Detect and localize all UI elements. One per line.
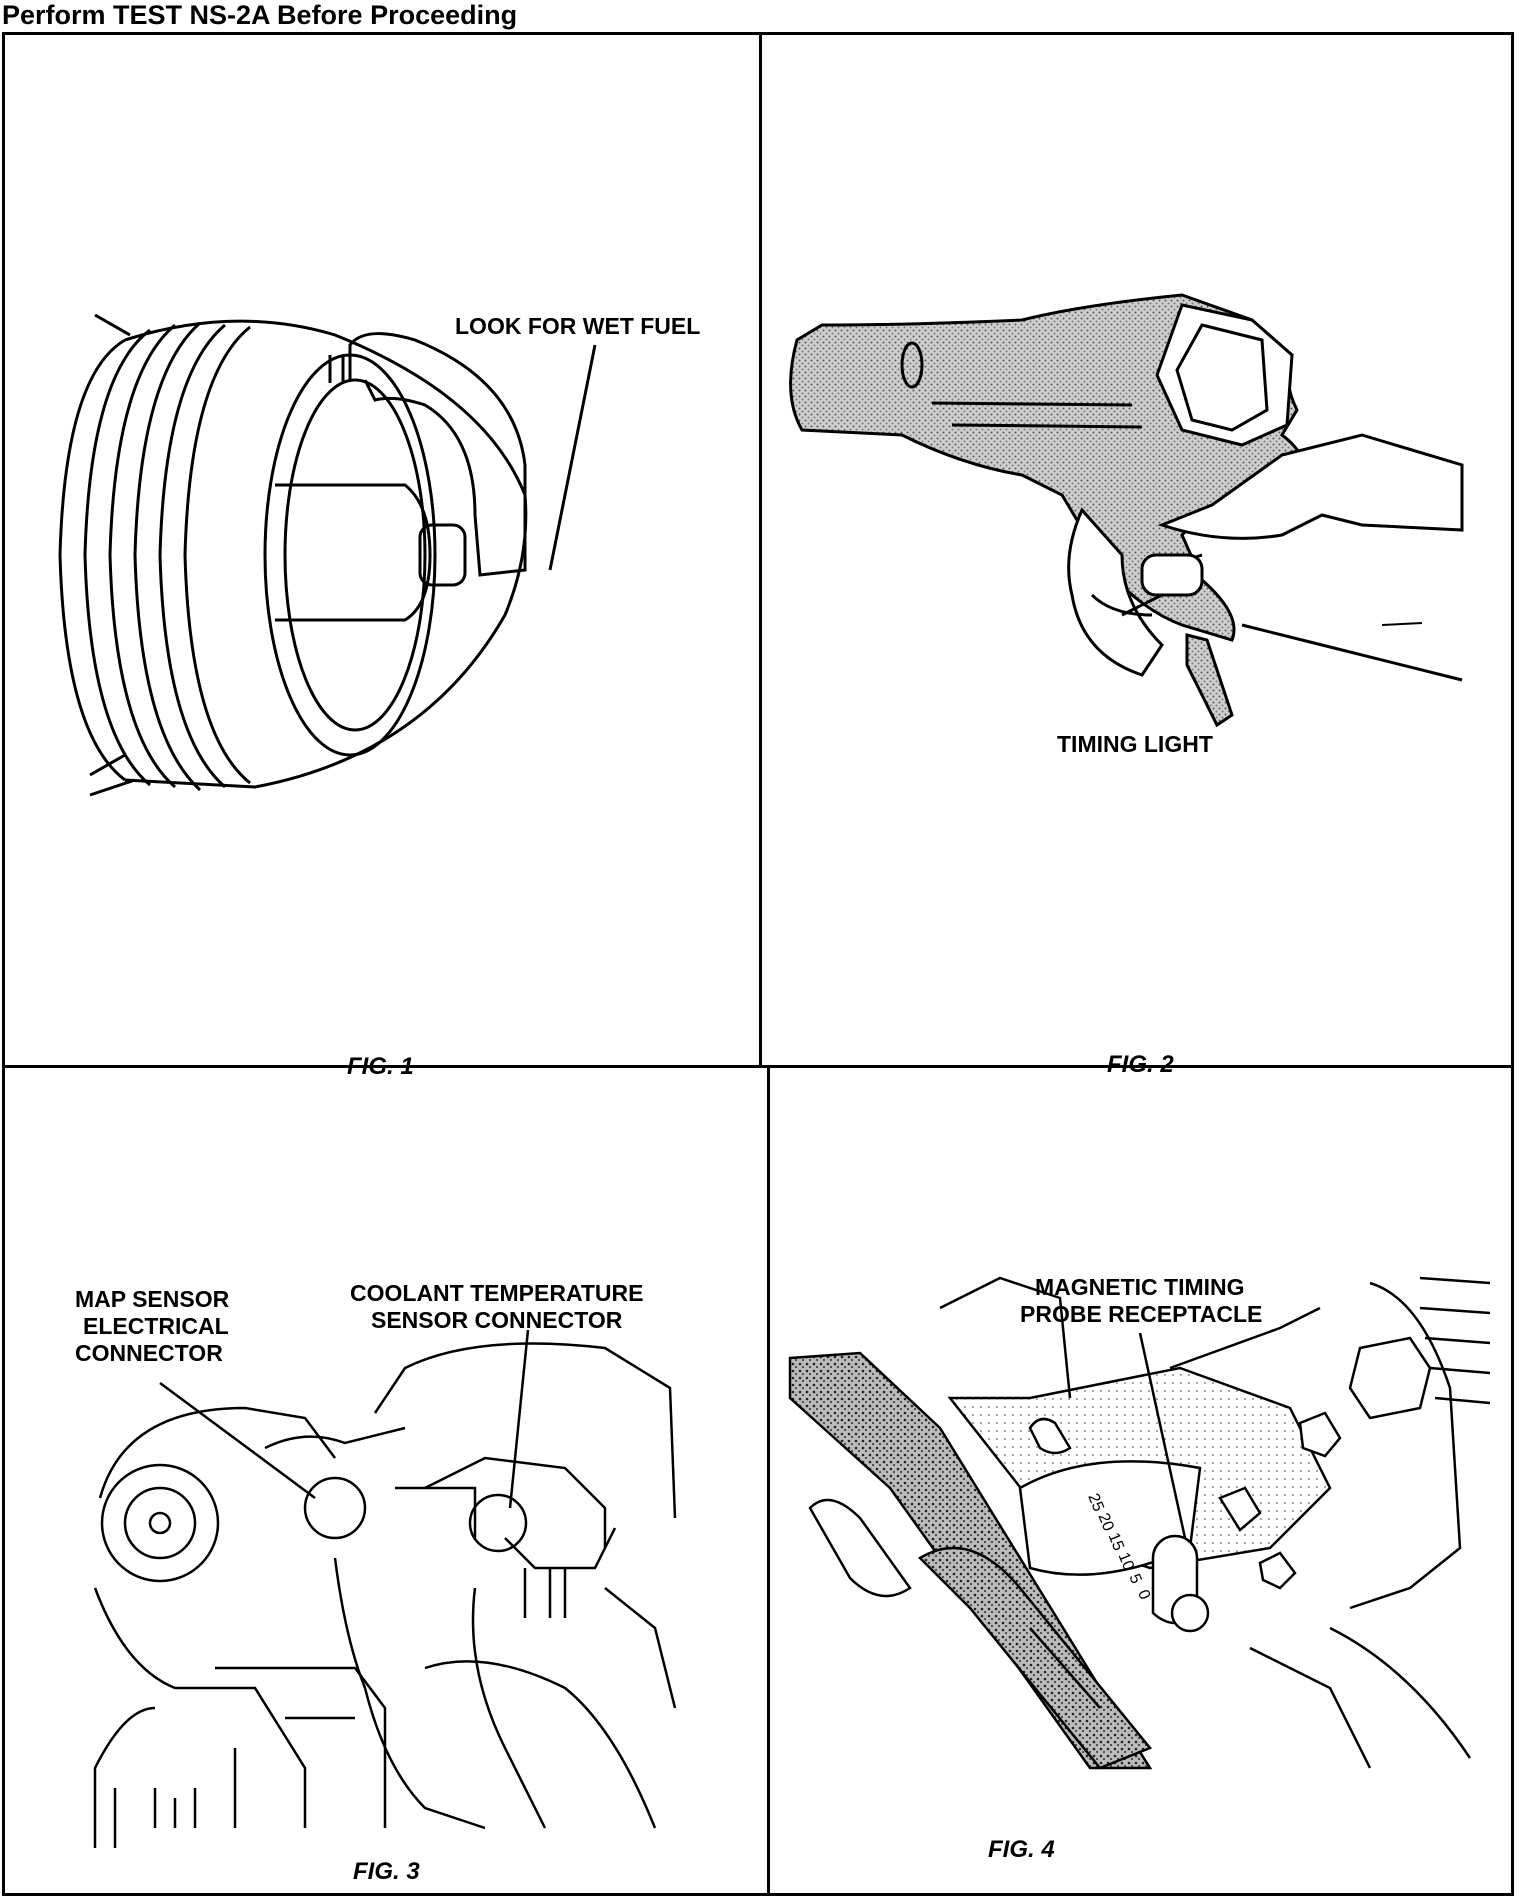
fig4-scale-10: 10 [1115,1550,1137,1573]
fig3-engine-compartment-drawing [93,1329,677,1848]
fig3-callout-map-line2: ELECTRICAL [83,1313,229,1339]
fig4-scale-20: 20 [1094,1511,1116,1534]
fig1-air-cleaner-drawing [58,313,597,797]
divider-vertical-top [759,35,762,1067]
fig4-scale-0: 0 [1134,1588,1153,1603]
fig1-caption: FIG. 1 [347,1053,414,1080]
fig4-timing-probe-drawing: 25 20 15 10 5 0 [788,1276,1491,1770]
fig3-callout-map-line3: CONNECTOR [75,1340,223,1366]
fig4-caption: FIG. 4 [988,1836,1055,1863]
fig3-caption: FIG. 3 [353,1858,420,1885]
divider-vertical-bottom [767,1066,770,1896]
divider-horizontal [5,1065,1511,1068]
figure-1-panel: LOOK FOR WET FUEL FIG. 1 [5,35,759,1080]
fig1-callout: LOOK FOR WET FUEL [455,313,701,339]
figure-4-panel: MAGNETIC TIMING PROBE RECEPTACLE [770,1068,1514,1898]
fig4-scale-5: 5 [1125,1572,1144,1587]
figure-3-panel: MAP SENSOR ELECTRICAL CONNECTOR COOLANT … [5,1068,767,1898]
fig2-timing-light-drawing [789,293,1464,728]
fig4-scale-25: 25 [1084,1491,1106,1514]
fig4-callout-line1: MAGNETIC TIMING [1035,1274,1245,1300]
fig4-scale-15: 15 [1104,1530,1126,1553]
figure-grid [2,32,1514,1896]
fig3-callout-coolant-line1: COOLANT TEMPERATURE [350,1280,644,1306]
fig3-callout-map-line1: MAP SENSOR [75,1286,230,1312]
fig2-caption: FIG. 2 [1107,1051,1174,1078]
fig2-callout: TIMING LIGHT [1057,731,1213,757]
figure-2-panel: TIMING LIGHT FIG. 2 [762,35,1514,1078]
fig3-callout-coolant-line2: SENSOR CONNECTOR [371,1307,623,1333]
page-title: Perform TEST NS-2A Before Proceeding [2,0,518,30]
